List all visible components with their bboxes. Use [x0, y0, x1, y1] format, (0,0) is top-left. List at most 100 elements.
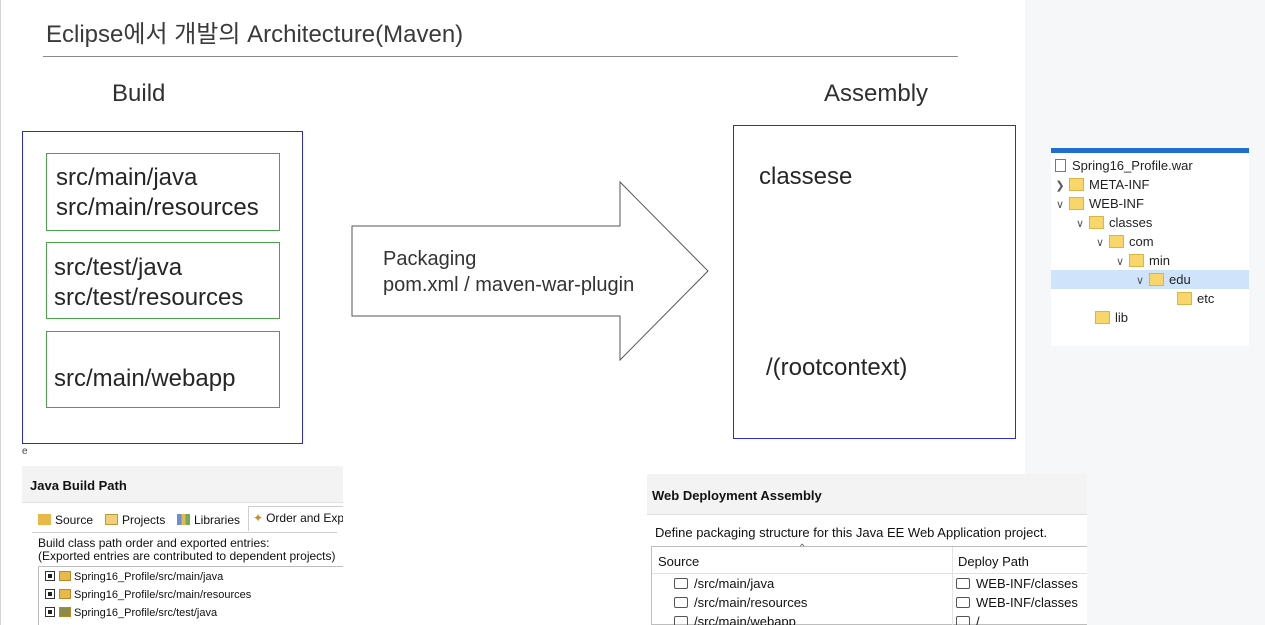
packaging-plugin-label: pom.xml / maven-war-plugin	[383, 274, 635, 296]
table-cell[interactable]: /src/main/webapp	[674, 612, 796, 625]
tree-item-com[interactable]: ∨ com	[1093, 232, 1154, 251]
chevron-down-icon[interactable]: ∨	[1135, 275, 1145, 287]
assembly-box	[733, 125, 1016, 439]
classes-label: classese	[759, 163, 853, 190]
group-label: src/main/resources	[56, 194, 259, 221]
file-icon	[1055, 159, 1066, 172]
tree-label: com	[1129, 234, 1154, 249]
column-divider[interactable]	[952, 547, 953, 625]
tree-item-web-inf[interactable]: ∨ WEB-INF	[1053, 194, 1144, 213]
tree-item-min[interactable]: ∨ min	[1113, 251, 1170, 270]
rootcontext-label: /(rootcontext)	[766, 354, 908, 381]
table-cell[interactable]: WEB-INF/classes	[956, 593, 1078, 612]
tab-libraries[interactable]: Libraries	[177, 511, 240, 529]
chevron-down-icon[interactable]: ∨	[1095, 237, 1105, 249]
java-build-path-panel: Java Build Path Source Projects Librarie…	[22, 466, 343, 625]
order-icon: ✦	[253, 511, 264, 525]
tab-label: Order and Exp	[266, 511, 343, 525]
entry-label: Spring16_Profile/src/test/java	[74, 607, 218, 619]
folder-icon	[1129, 254, 1144, 267]
group-label: src/test/resources	[54, 284, 244, 311]
tab-source[interactable]: Source	[38, 511, 93, 529]
tab-label: Projects	[122, 513, 166, 527]
source-folder-icon	[59, 607, 71, 617]
packaging-label: Packaging	[383, 248, 477, 270]
cell-text: WEB-INF/classes	[976, 576, 1078, 591]
checkbox[interactable]	[45, 589, 55, 599]
folder-icon	[1069, 178, 1084, 191]
folder-icon	[674, 616, 688, 625]
mapping-table: ⌃ Source Deploy Path /src/main/java WEB-…	[651, 543, 1087, 625]
tree-label: Spring16_Profile.war	[1072, 158, 1193, 173]
packaging-arrow	[351, 180, 709, 362]
left-border	[0, 0, 1, 625]
tree-item-edu[interactable]: ∨ edu	[1051, 270, 1249, 289]
tab-order-and-export[interactable]: ✦Order and Exp	[248, 506, 343, 531]
description: Define packaging structure for this Java…	[655, 525, 1048, 540]
table-cell[interactable]: WEB-INF/classes	[956, 574, 1078, 593]
web-deployment-assembly-panel: Web Deployment Assembly Define packaging…	[647, 474, 1087, 625]
tree-root[interactable]: Spring16_Profile.war	[1055, 156, 1193, 175]
table-cell[interactable]: /src/main/resources	[674, 593, 807, 612]
cell-text: WEB-INF/classes	[976, 595, 1078, 610]
panel-title: Java Build Path	[30, 478, 127, 493]
group-label: src/main/webapp	[54, 365, 236, 392]
source-folder-icon	[59, 589, 71, 599]
footnote: e	[22, 446, 28, 457]
tree-label: META-INF	[1089, 177, 1150, 192]
table-cell[interactable]: /	[956, 612, 980, 625]
tree-item-lib[interactable]: lib	[1095, 308, 1128, 327]
tree-label: WEB-INF	[1089, 196, 1144, 211]
folder-icon	[956, 578, 970, 589]
tree-label: edu	[1169, 272, 1191, 287]
tree-item-classes[interactable]: ∨classes	[1073, 213, 1152, 232]
title-divider	[43, 56, 958, 57]
chevron-down-icon[interactable]: ∨	[1055, 199, 1065, 211]
panel-title: Web Deployment Assembly	[652, 488, 822, 503]
entry-label: Spring16_Profile/src/main/resources	[74, 589, 252, 601]
tab-divider	[32, 532, 337, 533]
tree-label: min	[1149, 253, 1170, 268]
folder-icon	[105, 514, 118, 525]
assembly-heading: Assembly	[824, 80, 929, 107]
group-label: src/test/java	[54, 254, 183, 281]
tree-item-etc[interactable]: etc	[1177, 289, 1214, 308]
tab-label: Libraries	[194, 513, 241, 527]
cell-text: /src/main/webapp	[694, 614, 796, 625]
slide-title: Eclipse에서 개발의 Architecture(Maven)	[46, 21, 464, 48]
folder-icon	[1109, 235, 1124, 248]
folder-icon	[1089, 216, 1104, 229]
library-icon	[177, 514, 190, 525]
tree-label: lib	[1115, 310, 1129, 325]
table-cell[interactable]: /src/main/java	[674, 574, 774, 593]
tree-item-meta-inf[interactable]: ❯ META-INF	[1053, 175, 1149, 194]
column-header-source[interactable]: Source	[658, 554, 700, 569]
list-item[interactable]: Spring16_Profile/src/test/java	[45, 607, 217, 619]
webapp-group	[46, 331, 280, 408]
checkbox[interactable]	[45, 607, 55, 617]
folder-icon	[1069, 197, 1084, 210]
test-source-group	[46, 242, 280, 319]
group-label: src/main/java	[56, 164, 198, 191]
war-tree: Spring16_Profile.war ❯META-INF ∨WEB-INF …	[1051, 148, 1249, 346]
cell-text: /src/main/java	[694, 576, 775, 591]
chevron-right-icon[interactable]: ❯	[1055, 180, 1065, 192]
tree-label: etc	[1197, 291, 1215, 306]
list-item[interactable]: Spring16_Profile/src/main/java	[45, 571, 223, 583]
cell-text: /src/main/resources	[694, 595, 808, 610]
main-source-group	[46, 153, 280, 231]
source-icon	[38, 514, 51, 525]
chevron-down-icon[interactable]: ∨	[1075, 218, 1085, 230]
table-header	[652, 547, 1087, 574]
column-header-deploy[interactable]: Deploy Path	[958, 554, 1029, 569]
list-item[interactable]: Spring16_Profile/src/main/resources	[45, 589, 251, 601]
panel-header	[22, 466, 343, 503]
sort-caret-icon: ⌃	[798, 543, 807, 554]
chevron-down-icon[interactable]: ∨	[1115, 256, 1125, 268]
checkbox[interactable]	[45, 571, 55, 581]
folder-icon	[1149, 273, 1164, 286]
tab-projects[interactable]: Projects	[105, 511, 165, 529]
build-box	[22, 131, 303, 444]
entries-list: Spring16_Profile/src/main/java Spring16_…	[38, 566, 343, 625]
folder-icon	[956, 597, 970, 608]
